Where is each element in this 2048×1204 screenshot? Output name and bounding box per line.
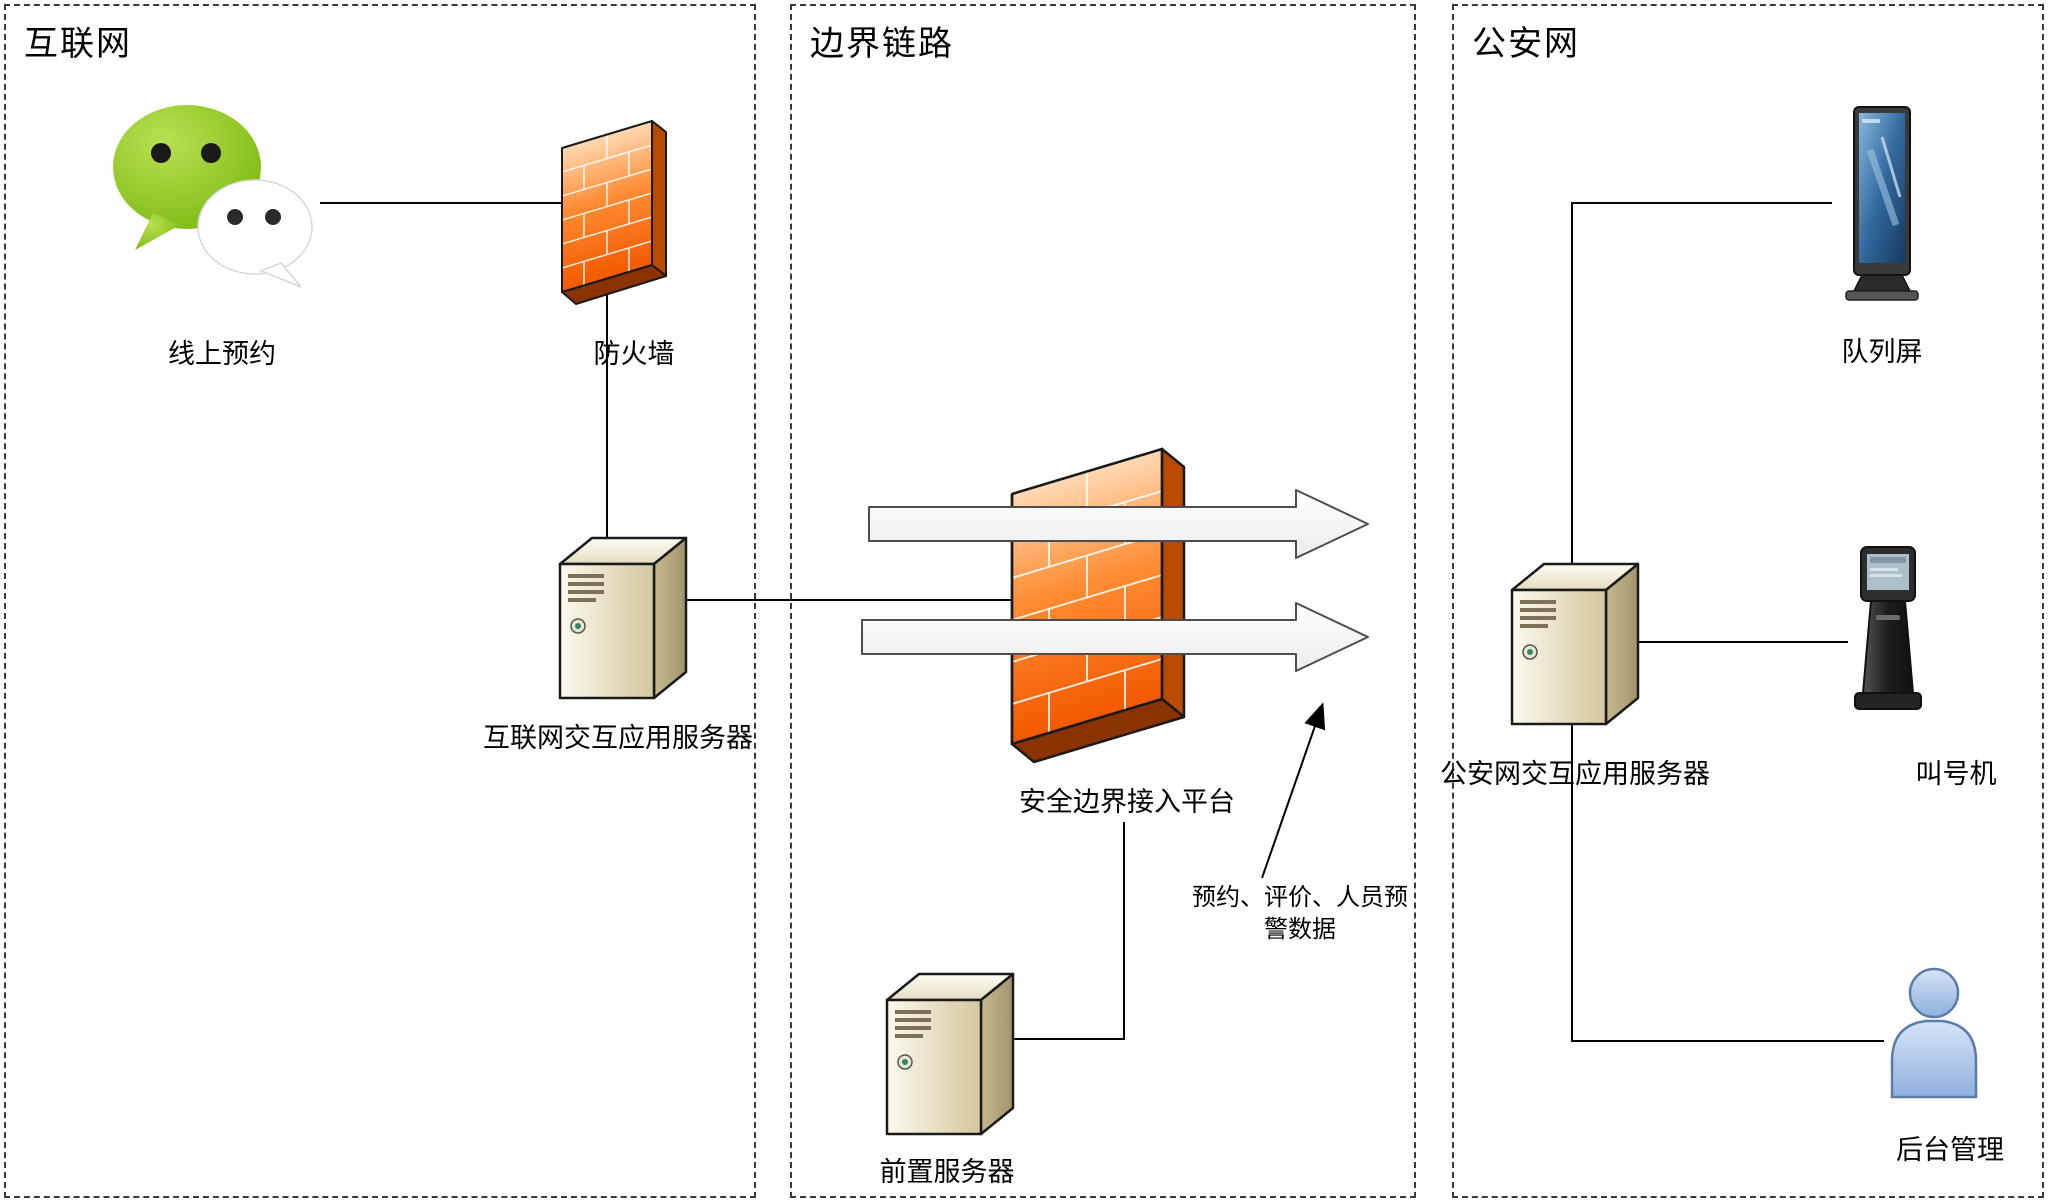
kiosk-screen-icon xyxy=(1845,106,1919,301)
annotation-line-2: 警数据 xyxy=(1264,917,1336,944)
police-server-label: 公安网交互应用服务器 xyxy=(1440,759,1710,789)
zone-police-net: 公安网 xyxy=(1452,4,2044,1198)
node-ticket-machine xyxy=(1845,545,1930,715)
node-firewall xyxy=(550,118,675,310)
ticket-kiosk-icon xyxy=(1854,546,1922,710)
node-wechat xyxy=(105,95,320,290)
ticket-machine-label: 叫号机 xyxy=(1915,759,1997,789)
zone-police-net-title: 公安网 xyxy=(1472,26,1580,63)
front-server-label: 前置服务器 xyxy=(879,1157,1015,1187)
queue-screen-label: 队列屏 xyxy=(1841,337,1923,367)
firewall-icon xyxy=(561,119,667,305)
data-flow-annotation: 预约、评价、人员预 警数据 xyxy=(1160,882,1440,947)
node-internet-server xyxy=(548,532,693,707)
zone-internet-title: 互联网 xyxy=(24,26,132,63)
node-front-server xyxy=(875,968,1020,1143)
internet-server-label: 互联网交互应用服务器 xyxy=(483,723,753,753)
person-icon xyxy=(1890,967,1978,1099)
server-icon xyxy=(1510,562,1640,726)
firewall-icon xyxy=(1010,447,1186,764)
node-security-platform xyxy=(1000,442,1190,767)
link-platform-front-server xyxy=(1014,822,1125,1040)
zone-border-link-title: 边界链路 xyxy=(810,26,954,63)
node-police-server xyxy=(1500,558,1645,733)
security-platform-label: 安全边界接入平台 xyxy=(1019,787,1235,817)
node-queue-screen xyxy=(1832,105,1932,305)
server-icon xyxy=(885,972,1015,1136)
wechat-label: 线上预约 xyxy=(168,339,276,369)
wechat-icon xyxy=(113,105,313,288)
server-icon xyxy=(558,536,688,700)
backend-admin-label: 后台管理 xyxy=(1896,1135,2004,1165)
firewall-label: 防火墙 xyxy=(593,339,675,369)
node-backend-admin xyxy=(1884,965,1984,1100)
annotation-line-1: 预约、评价、人员预 xyxy=(1192,885,1408,911)
